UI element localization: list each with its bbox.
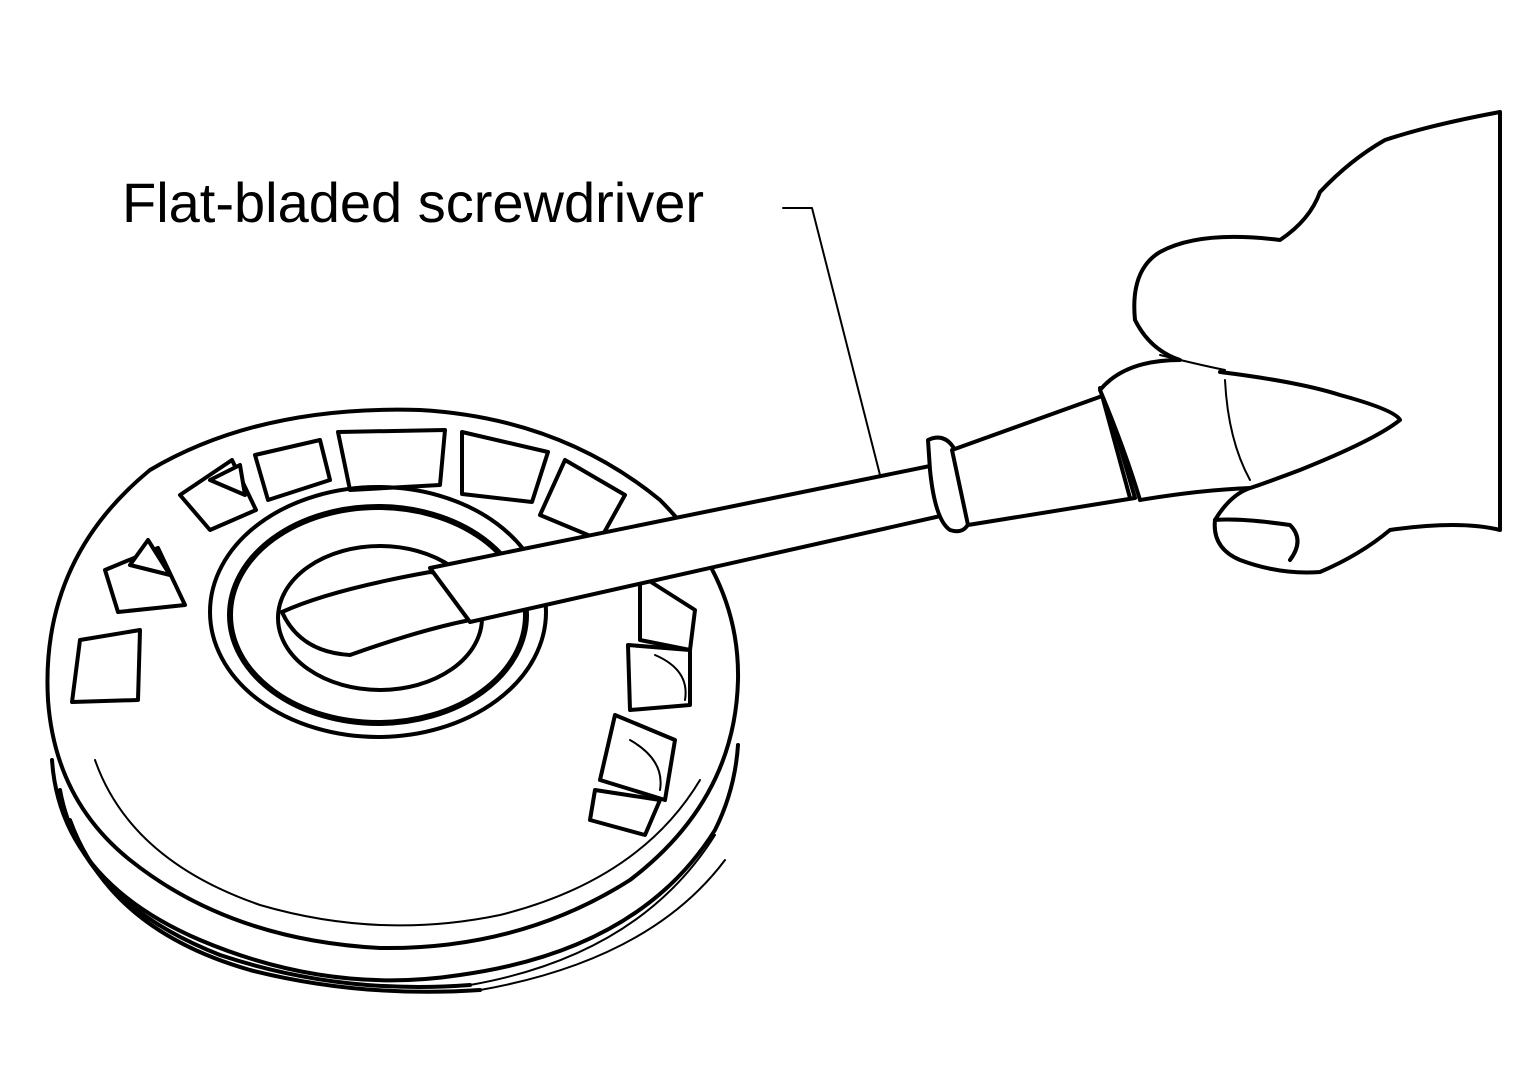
piston-assembly	[45, 407, 741, 994]
hand	[1098, 110, 1502, 575]
callout: Flat-bladed screwdriver	[122, 171, 881, 476]
flat-bladed-screwdriver	[280, 386, 1137, 657]
leader-line	[782, 207, 881, 476]
callout-label: Flat-bladed screwdriver	[122, 171, 704, 234]
spring-retainer-slots	[70, 428, 697, 837]
